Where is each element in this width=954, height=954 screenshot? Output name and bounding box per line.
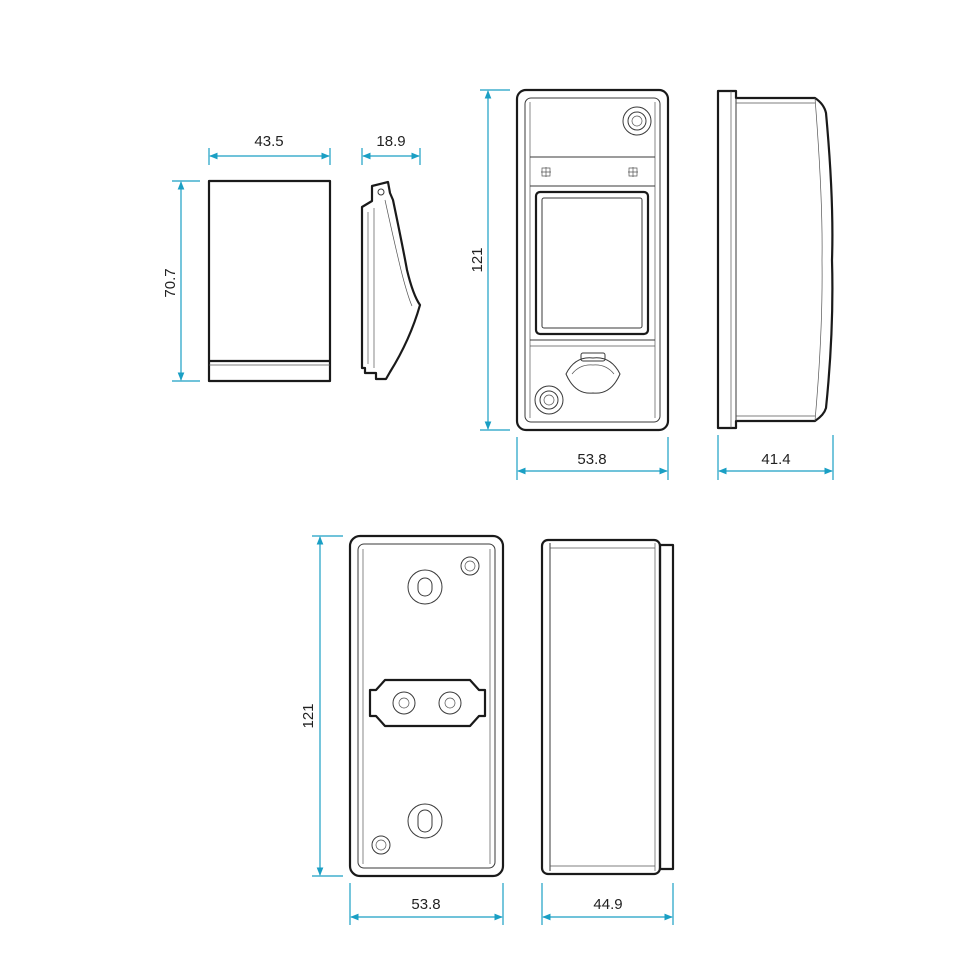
dimension-rear-side-depth: 44.9 (541, 883, 674, 925)
dimension-rear-width: 53.8 (349, 883, 504, 925)
enclosure-front-view (515, 88, 670, 432)
dimension-label: 41.4 (761, 451, 790, 468)
dimension-cover-width: 43.5 (208, 133, 331, 165)
dimension-label: 53.8 (577, 451, 606, 468)
enclosure-rear-side-view (540, 538, 675, 876)
dimension-rear-height: 121 (300, 535, 343, 877)
dimension-cover-height: 70.7 (162, 180, 200, 382)
dimension-side-depth: 41.4 (717, 435, 834, 480)
dimension-label: 121 (300, 703, 317, 728)
cover-front-view (207, 179, 332, 383)
cover-side-profile (360, 180, 422, 381)
dimension-label: 70.7 (162, 268, 179, 297)
enclosure-side-view (716, 89, 834, 430)
dimension-label: 18.9 (376, 133, 405, 150)
dimension-label: 121 (469, 247, 486, 272)
enclosure-rear-view (348, 534, 505, 878)
dimension-label: 43.5 (254, 133, 283, 150)
dimension-label: 53.8 (411, 896, 440, 913)
dimension-front-width: 53.8 (516, 437, 669, 480)
dimension-label: 44.9 (593, 896, 622, 913)
dimension-front-height: 121 (469, 89, 510, 431)
dimension-cover-depth: 18.9 (361, 133, 421, 165)
